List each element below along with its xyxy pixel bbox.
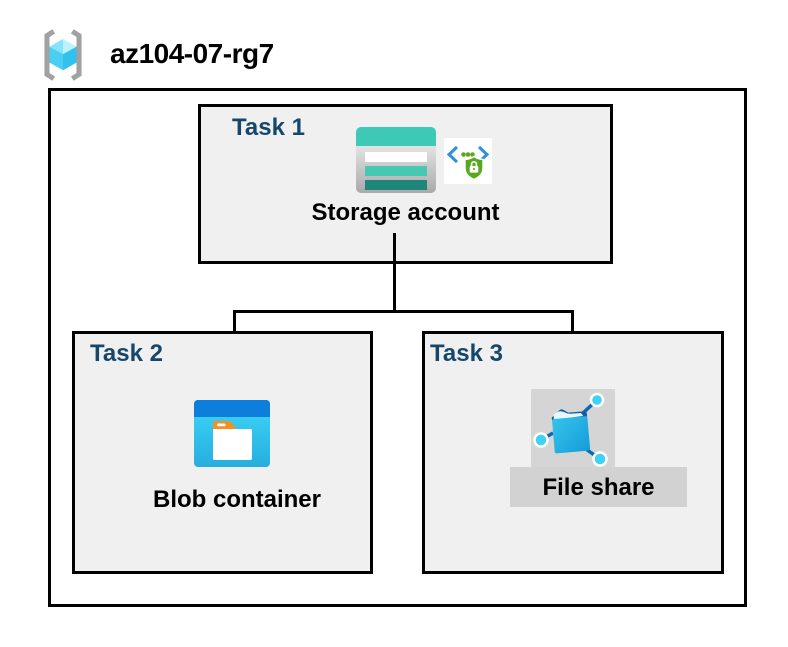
fileshare-label-highlight <box>510 467 687 507</box>
blob-container-label: Blob container <box>152 486 321 513</box>
connector-storage-down <box>393 233 396 312</box>
secure-endpoint-icon <box>444 138 492 184</box>
task1-label: Task 1 <box>232 114 305 141</box>
blob-container-icon <box>194 400 270 467</box>
storage-account-icon <box>356 127 436 193</box>
connector-horizontal <box>233 310 574 313</box>
task3-box <box>422 331 724 574</box>
resource-group-name: az104-07-rg7 <box>110 38 274 69</box>
storage-account-label: Storage account <box>311 199 500 226</box>
task2-label: Task 2 <box>90 340 163 367</box>
resource-group-icon <box>44 29 82 81</box>
file-share-icon <box>533 392 608 467</box>
task3-label: Task 3 <box>430 340 503 367</box>
file-share-label: File share <box>542 474 655 501</box>
